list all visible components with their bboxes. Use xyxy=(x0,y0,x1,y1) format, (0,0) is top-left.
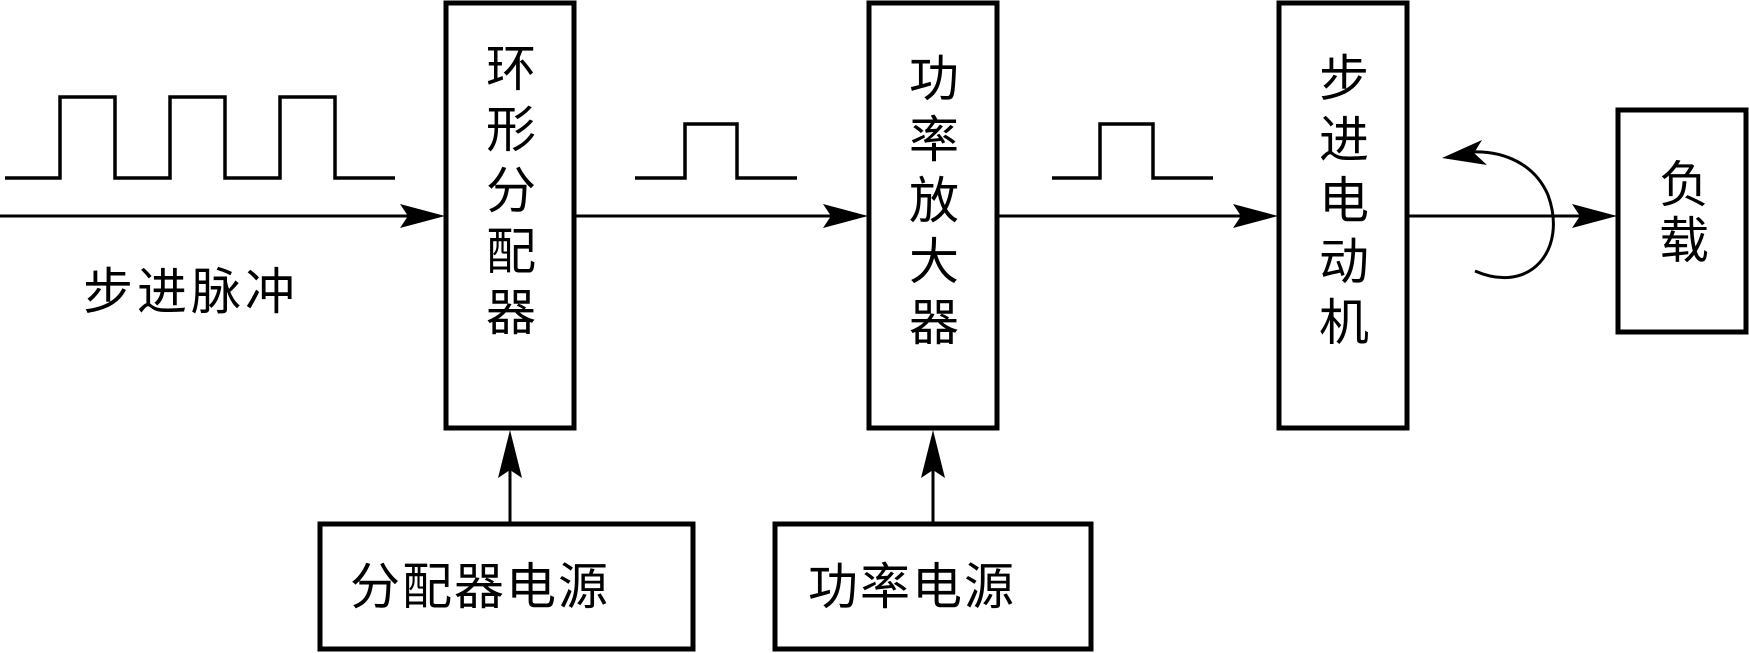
ring-distributor-box xyxy=(443,0,577,431)
rotation-arc xyxy=(1469,150,1555,280)
stepper-motor-box xyxy=(1276,0,1410,431)
arrow-up-amplifier xyxy=(921,430,945,478)
power-amplifier-label: 功率放大器 xyxy=(901,52,959,357)
power-amplifier-box xyxy=(866,0,1000,431)
ring-distributor-label: 环形分配器 xyxy=(478,42,536,347)
power-supply-box xyxy=(772,521,1094,652)
stepper-motor-label: 步进电动机 xyxy=(1311,52,1369,357)
input-label: 步进脉冲 xyxy=(83,263,299,321)
amplifier-output-pulse xyxy=(1052,122,1213,180)
load-box xyxy=(1615,107,1749,335)
load-label: 负载 xyxy=(1651,158,1709,270)
arrow-to-load xyxy=(1572,204,1617,228)
distributor-power-box xyxy=(317,521,696,652)
rotation-arrowhead xyxy=(1442,140,1487,165)
distributor-output-pulse xyxy=(635,122,797,180)
arrow-to-stepper-motor xyxy=(1233,204,1278,228)
power-supply-label: 功率电源 xyxy=(808,558,1016,616)
input-pulse-train xyxy=(5,95,395,180)
arrow-to-power-amplifier xyxy=(823,204,868,228)
arrow-to-ring-distributor xyxy=(400,204,445,228)
arrow-up-distributor xyxy=(498,430,522,478)
distributor-power-label: 分配器电源 xyxy=(350,558,610,616)
